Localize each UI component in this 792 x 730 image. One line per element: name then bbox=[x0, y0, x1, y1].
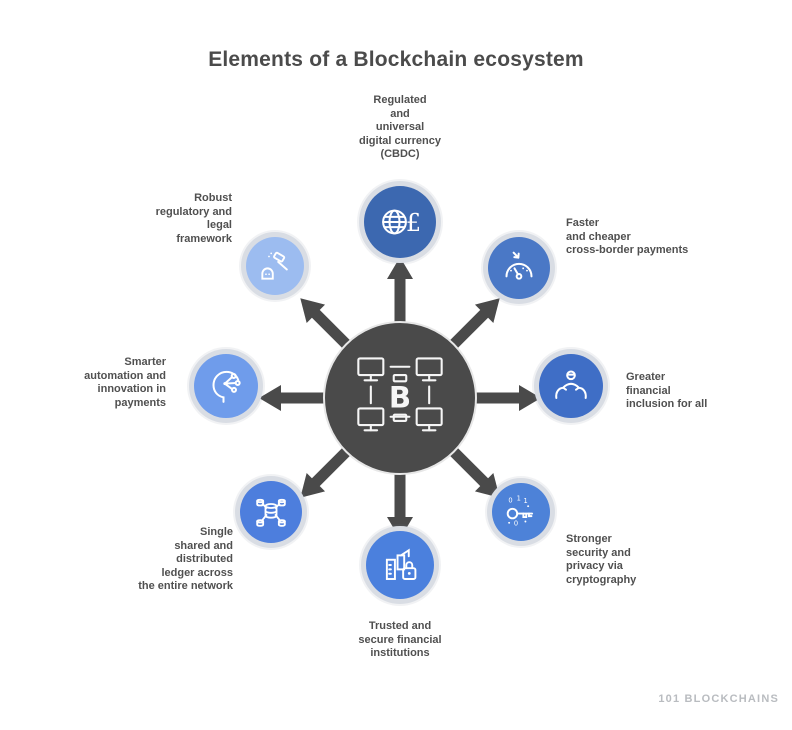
page-title: Elements of a Blockchain ecosystem bbox=[208, 48, 584, 71]
svg-text:£: £ bbox=[406, 209, 421, 237]
label-distributed-ledger: Single shared and distributed ledger acr… bbox=[138, 526, 233, 592]
label-secure-institutions: Trusted and secure financial institution… bbox=[358, 620, 442, 659]
node-cryptography: 0 1 1 0 bbox=[492, 483, 550, 541]
digital-key-icon: 0 1 1 0 bbox=[506, 494, 534, 528]
svg-text:B: B bbox=[389, 380, 411, 414]
svg-text:1: 1 bbox=[517, 494, 521, 502]
brand-watermark: 101 BLOCKCHAINS bbox=[658, 693, 779, 705]
node-regulation bbox=[246, 237, 304, 295]
node-faster-payments bbox=[488, 237, 550, 299]
label-regulation: Robust regulatory and legal framework bbox=[155, 192, 232, 245]
label-faster-payments: Faster and cheaper cross-border payments bbox=[566, 217, 689, 256]
label-innovation: Smarter automation and innovation in pay… bbox=[84, 356, 166, 409]
gauge-down-arrow-icon bbox=[505, 251, 533, 280]
node-financial-inclusion bbox=[539, 354, 603, 418]
globe-pound-currency-icon: £ bbox=[382, 209, 421, 237]
secure-buildings-lock-icon bbox=[385, 548, 417, 580]
svg-text:0: 0 bbox=[508, 497, 512, 505]
node-innovation bbox=[194, 354, 258, 418]
svg-text:1: 1 bbox=[524, 497, 528, 505]
gavel-icon bbox=[261, 251, 288, 280]
caring-hands-person-icon bbox=[555, 370, 587, 399]
node-distributed-ledger bbox=[240, 481, 302, 543]
distributed-database-icon bbox=[256, 498, 286, 527]
ai-head-network-icon bbox=[212, 370, 241, 403]
label-cryptography: Stronger security and privacy via crypto… bbox=[566, 533, 637, 586]
svg-text:0: 0 bbox=[514, 520, 518, 528]
label-digital-currency: Regulated and universal digital currency… bbox=[359, 94, 441, 160]
node-digital-currency: £ bbox=[364, 186, 436, 258]
blockchain-bitcoin-network-icon: B bbox=[357, 357, 443, 432]
hub-arrows bbox=[259, 257, 541, 539]
node-secure-institutions bbox=[366, 531, 434, 599]
label-financial-inclusion: Greater financial inclusion for all bbox=[626, 371, 708, 410]
